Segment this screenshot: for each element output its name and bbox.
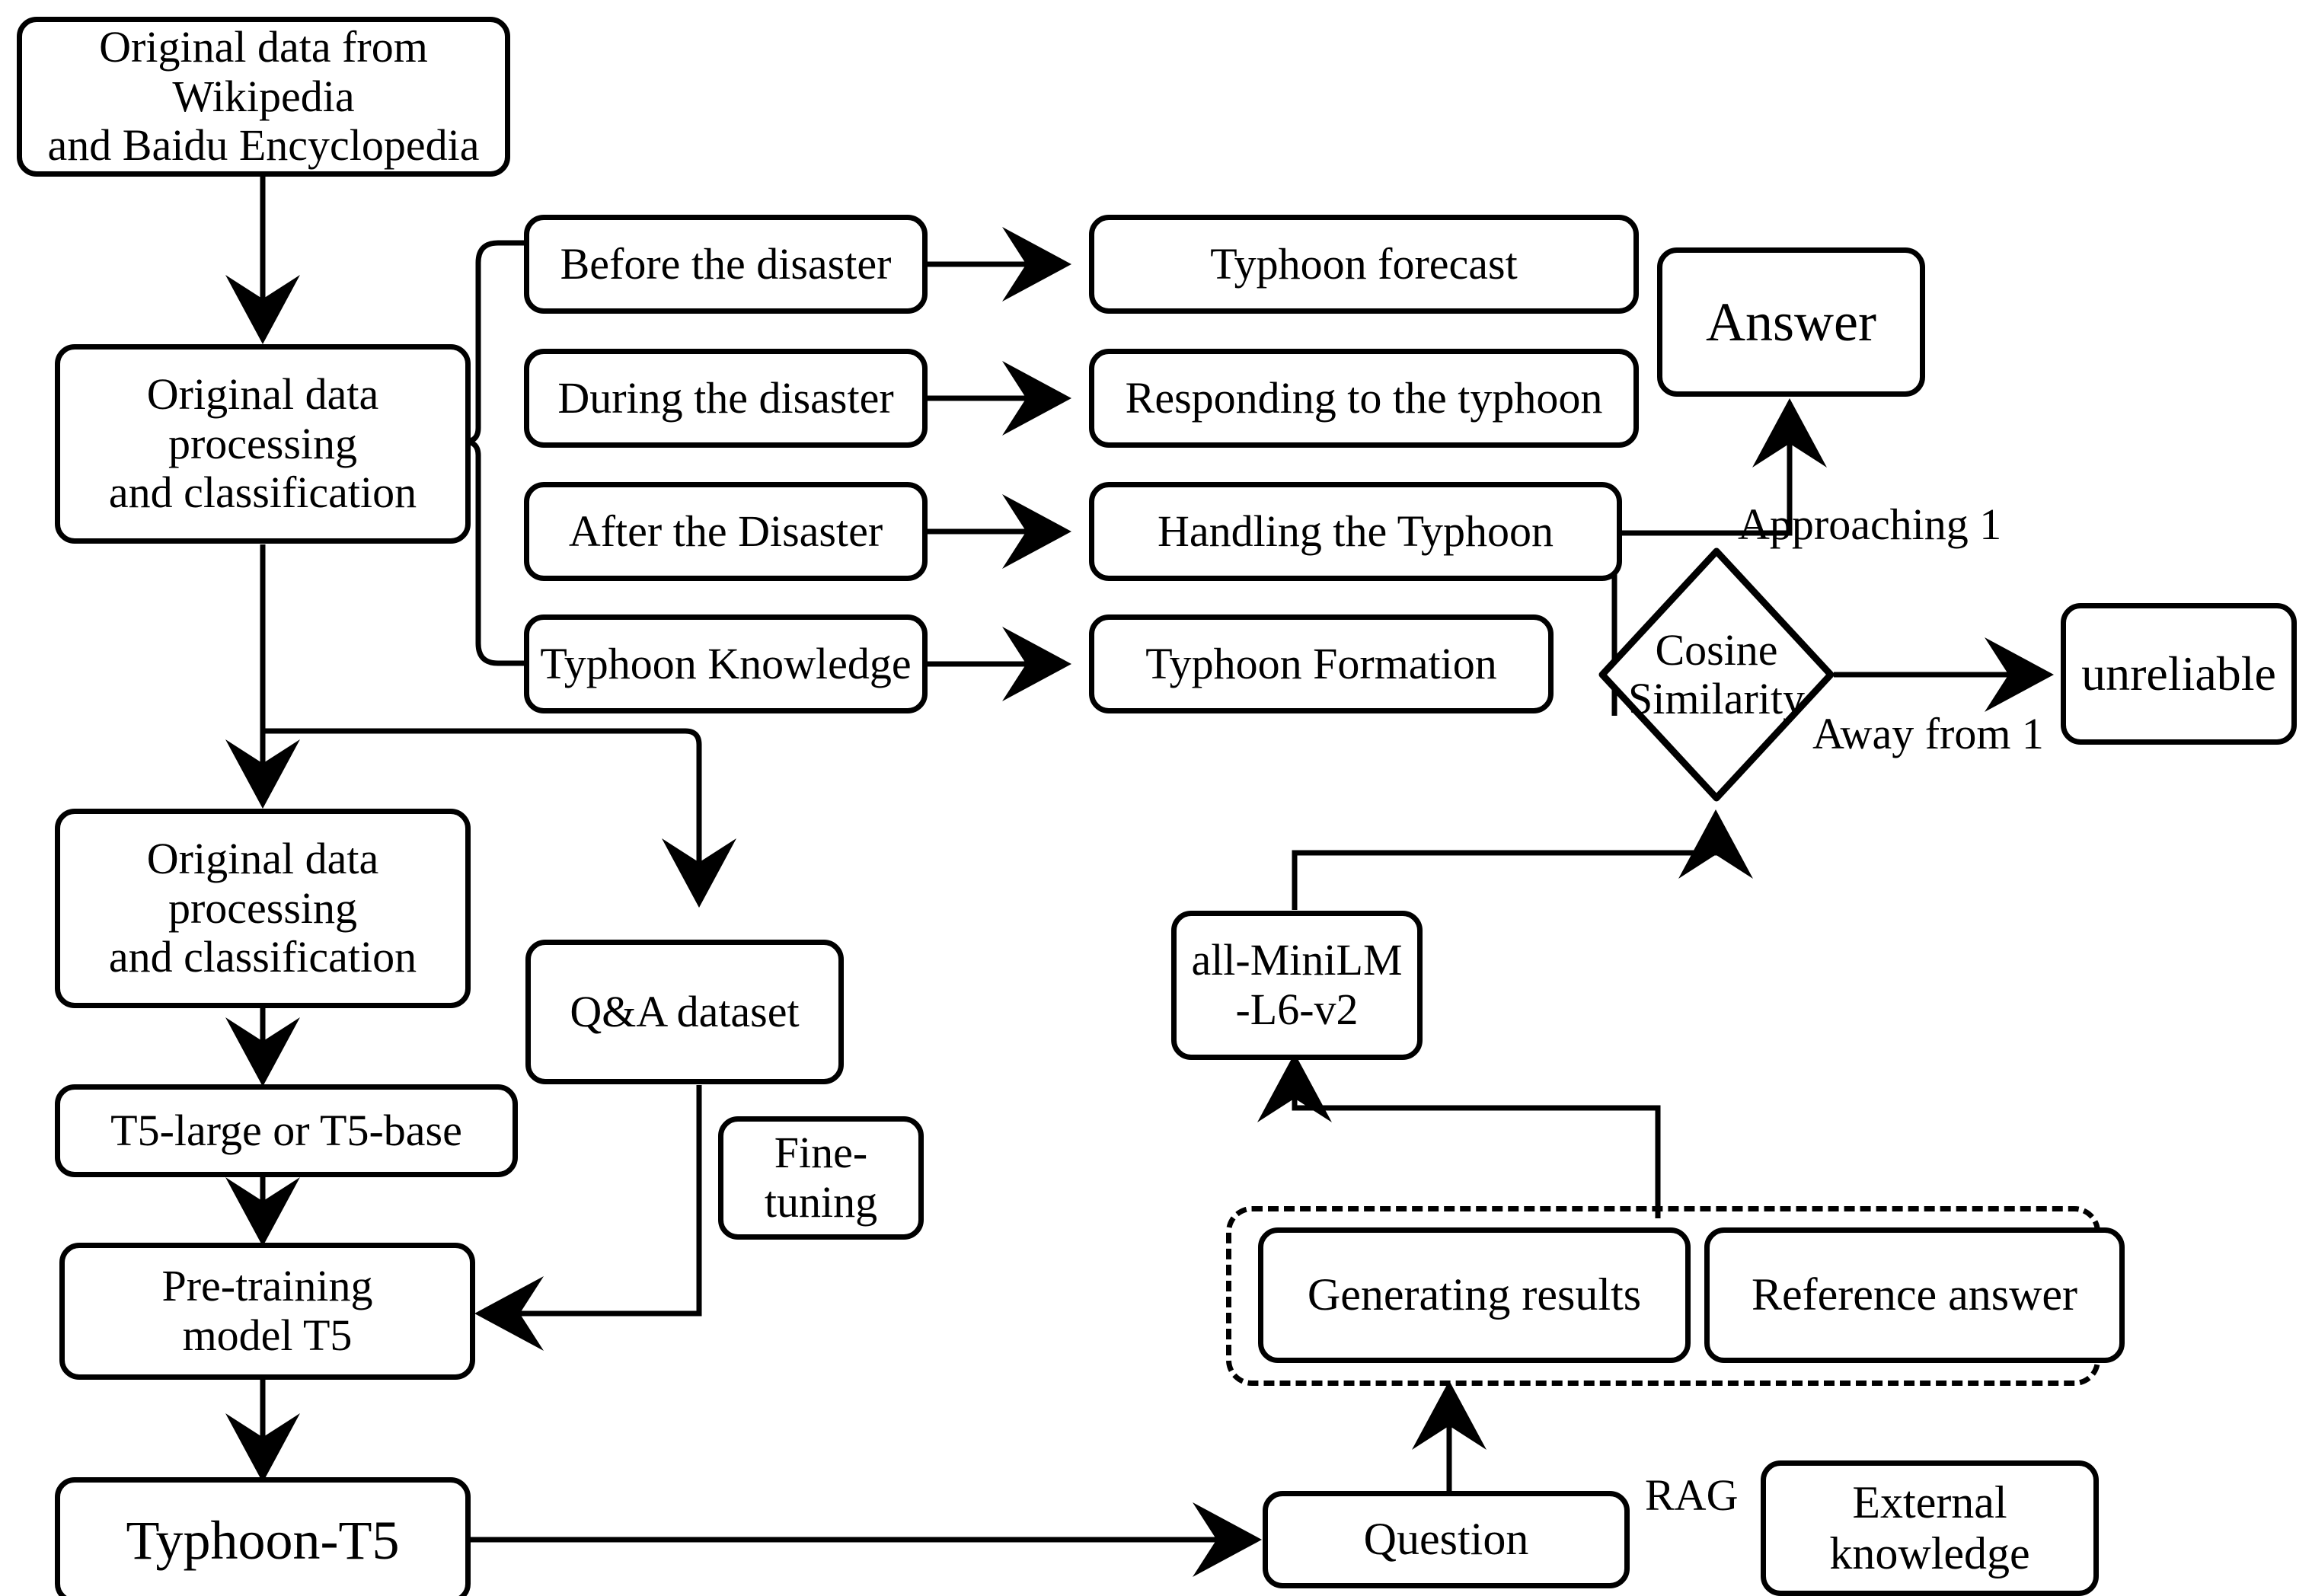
edge-label-away-from-1: Away from 1 xyxy=(1812,709,2044,758)
node-all-minilm[interactable]: all-MiniLM -L6-v2 xyxy=(1171,911,1423,1060)
node-all-minilm-label: all-MiniLM -L6-v2 xyxy=(1191,935,1403,1034)
node-typhoon-formation[interactable]: Typhoon Formation xyxy=(1089,614,1554,713)
node-unreliable[interactable]: unreliable xyxy=(2061,603,2297,745)
edge-label-approaching-1: Approaching 1 xyxy=(1738,500,2002,549)
node-processing-top-label: Original data processing and classificat… xyxy=(108,369,417,518)
node-before-the-disaster-label: Before the disaster xyxy=(560,238,892,289)
node-t5-variant[interactable]: T5-large or T5-base xyxy=(55,1084,518,1177)
node-question-label: Question xyxy=(1363,1514,1529,1565)
node-pretraining-model[interactable]: Pre-training model T5 xyxy=(59,1243,475,1380)
node-typhoon-knowledge[interactable]: Typhoon Knowledge xyxy=(524,614,928,713)
node-qa-dataset-label: Q&A dataset xyxy=(570,986,800,1036)
node-typhoon-forecast[interactable]: Typhoon forecast xyxy=(1089,215,1639,314)
node-generating-results-label: Generating results xyxy=(1307,1269,1642,1320)
node-during-the-disaster[interactable]: During the disaster xyxy=(524,349,928,448)
node-question[interactable]: Question xyxy=(1263,1491,1630,1588)
node-handling-the-typhoon-label: Handling the Typhoon xyxy=(1157,506,1554,556)
node-external-knowledge-label: External knowledge xyxy=(1829,1476,2030,1578)
node-source-data-label: Original data from Wikipedia and Baidu E… xyxy=(47,21,480,171)
node-answer[interactable]: Answer xyxy=(1657,247,1925,397)
node-responding-to-the-typhoon-label: Responding to the typhoon xyxy=(1125,372,1603,423)
edge-label-rag: RAG xyxy=(1645,1470,1739,1520)
node-fine-tuning[interactable]: Fine- tuning xyxy=(718,1116,924,1240)
node-before-the-disaster[interactable]: Before the disaster xyxy=(524,215,928,314)
node-answer-label: Answer xyxy=(1706,291,1876,353)
node-after-the-disaster-label: After the Disaster xyxy=(568,506,883,556)
node-fine-tuning-label: Fine- tuning xyxy=(764,1128,878,1227)
node-qa-dataset[interactable]: Q&A dataset xyxy=(525,940,844,1084)
node-typhoon-forecast-label: Typhoon forecast xyxy=(1210,238,1518,289)
node-reference-answer[interactable]: Reference answer xyxy=(1704,1227,2125,1363)
node-processing-bottom[interactable]: Original data processing and classificat… xyxy=(55,809,471,1008)
node-during-the-disaster-label: During the disaster xyxy=(557,372,894,423)
node-handling-the-typhoon[interactable]: Handling the Typhoon xyxy=(1089,482,1622,581)
node-generating-results[interactable]: Generating results xyxy=(1258,1227,1691,1363)
node-typhoon-t5-label: Typhoon-T5 xyxy=(126,1509,400,1571)
node-processing-bottom-label: Original data processing and classificat… xyxy=(108,833,417,982)
node-cosine-similarity-label: Cosine Similarity xyxy=(1628,625,1805,723)
node-source-data[interactable]: Original data from Wikipedia and Baidu E… xyxy=(17,17,510,177)
node-reference-answer-label: Reference answer xyxy=(1751,1269,2078,1320)
node-typhoon-knowledge-label: Typhoon Knowledge xyxy=(540,638,912,688)
node-cosine-similarity[interactable]: Cosine Similarity xyxy=(1598,547,1835,803)
node-processing-top[interactable]: Original data processing and classificat… xyxy=(55,344,471,544)
node-responding-to-the-typhoon[interactable]: Responding to the typhoon xyxy=(1089,349,1639,448)
node-pretraining-model-label: Pre-training model T5 xyxy=(161,1261,373,1360)
node-t5-variant-label: T5-large or T5-base xyxy=(110,1105,462,1155)
node-after-the-disaster[interactable]: After the Disaster xyxy=(524,482,928,581)
node-external-knowledge[interactable]: External knowledge xyxy=(1761,1460,2099,1596)
node-unreliable-label: unreliable xyxy=(2081,646,2276,701)
node-typhoon-formation-label: Typhoon Formation xyxy=(1145,638,1497,688)
node-typhoon-t5[interactable]: Typhoon-T5 xyxy=(55,1477,471,1596)
